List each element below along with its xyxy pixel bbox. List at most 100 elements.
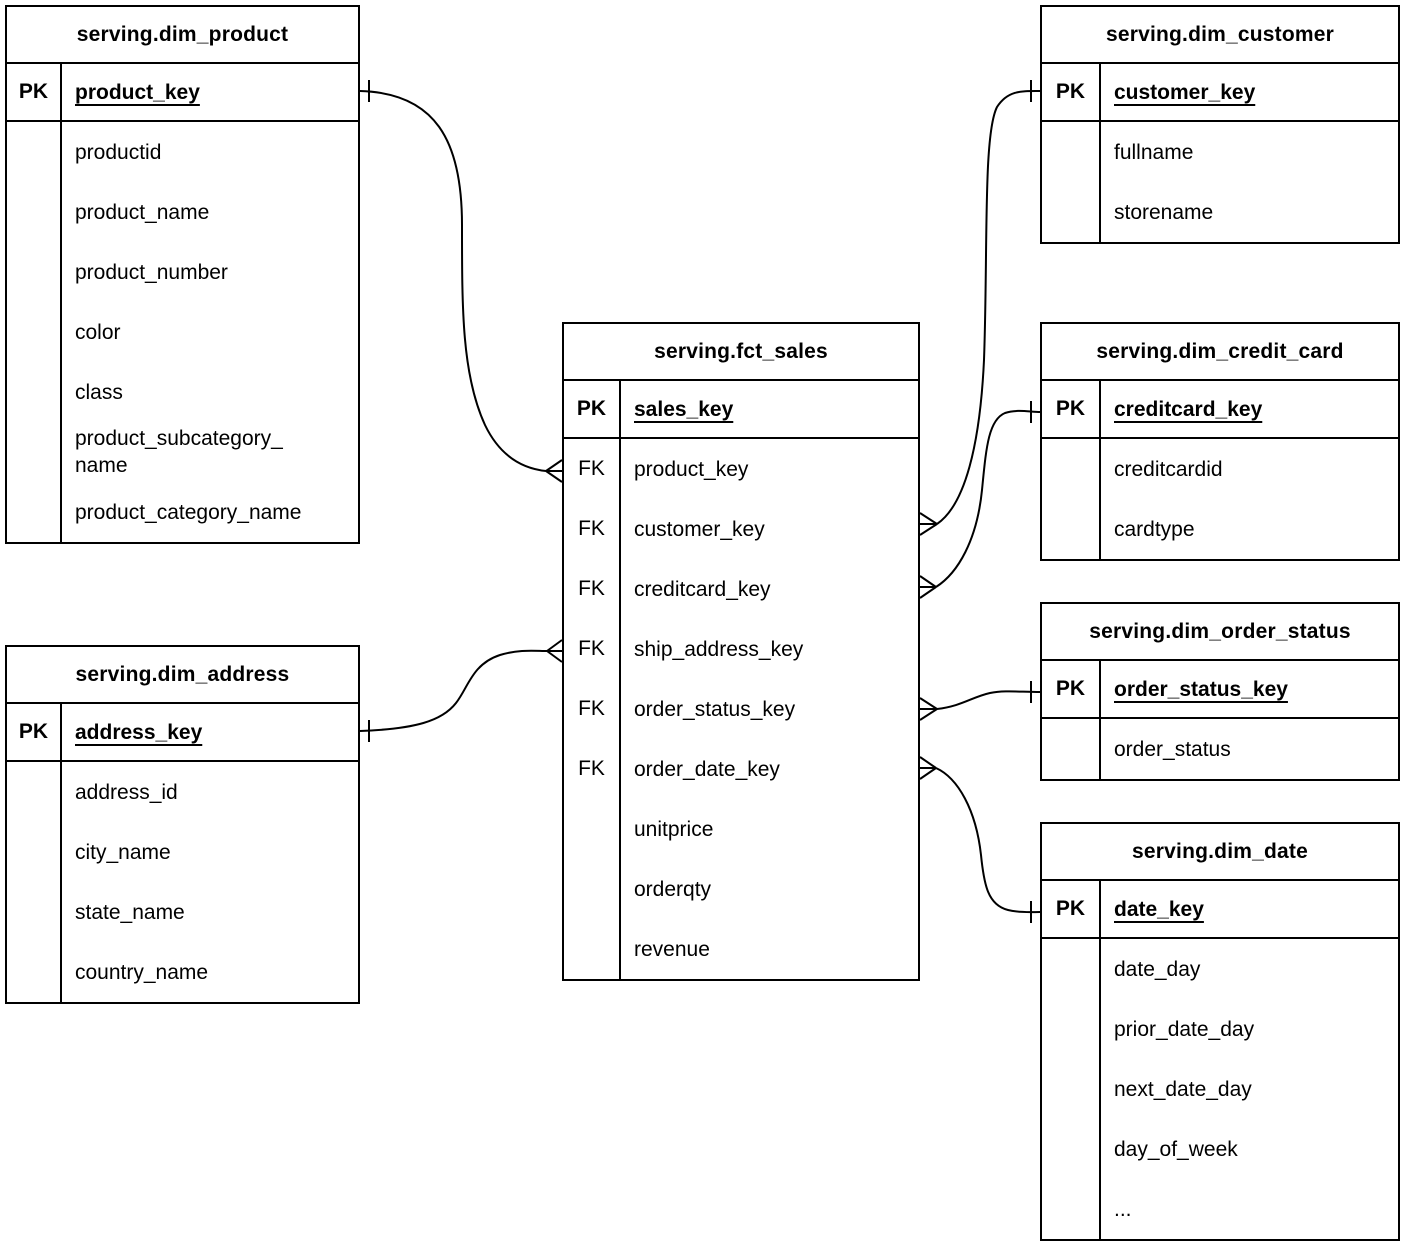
field-name: customer_key	[634, 517, 765, 541]
field-name: orderqty	[634, 877, 712, 901]
pk-row: PK product_key	[7, 64, 358, 122]
relationship-fct-sales-to-dim-date[interactable]	[919, 756, 1041, 923]
relationship-line	[935, 409, 1041, 588]
table-dim-credit-card[interactable]: serving.dim_credit_card PK creditcard_ke…	[1040, 322, 1400, 561]
field-name: product_key	[634, 457, 749, 481]
field-name: address_id	[75, 780, 178, 804]
field-row: date_day	[1042, 939, 1398, 999]
field-row: FK creditcard_key	[564, 559, 918, 619]
crows-foot-many-marker	[546, 639, 563, 663]
field-row: revenue	[564, 919, 918, 979]
pk-field-name: sales_key	[634, 397, 734, 421]
crows-foot-many-marker	[545, 459, 563, 483]
relationship-fct-sales-to-dim-credit-card[interactable]	[919, 401, 1041, 599]
pk-badge: PK	[1042, 881, 1101, 937]
field-row: unitprice	[564, 799, 918, 859]
field-row: FK order_status_key	[564, 679, 918, 739]
field-name: fullname	[1114, 140, 1194, 164]
fk-badge: FK	[564, 559, 621, 619]
crows-foot-many-marker	[919, 512, 938, 536]
field-row: productid	[7, 122, 358, 182]
field-row: creditcardid	[1042, 439, 1398, 499]
field-name: date_day	[1114, 957, 1201, 981]
field-name: order_status_key	[634, 697, 796, 721]
table-title: serving.dim_date	[1042, 824, 1398, 881]
field-name: creditcard_key	[634, 577, 771, 601]
pk-badge: PK	[7, 704, 62, 760]
fk-badge: FK	[564, 439, 621, 499]
field-row: FK ship_address_key	[564, 619, 918, 679]
field-row: product_category_name	[7, 482, 358, 542]
pk-badge: PK	[1042, 661, 1101, 717]
pk-row: PK date_key	[1042, 881, 1398, 939]
pk-field-name: address_key	[75, 720, 203, 744]
table-title: serving.dim_credit_card	[1042, 324, 1398, 381]
table-dim-address[interactable]: serving.dim_address PK address_key addre…	[5, 645, 360, 1004]
field-name: state_name	[75, 900, 185, 924]
field-row: cardtype	[1042, 499, 1398, 559]
field-row: FK order_date_key	[564, 739, 918, 799]
relationship-line	[935, 767, 1041, 914]
relationship-fct-sales-to-dim-order-status[interactable]	[919, 681, 1041, 721]
pk-badge: PK	[564, 381, 621, 437]
field-row: storename	[1042, 182, 1398, 242]
field-row: orderqty	[564, 859, 918, 919]
pk-row: PK sales_key	[564, 381, 918, 439]
field-row: product_name	[7, 182, 358, 242]
table-title: serving.fct_sales	[564, 324, 918, 381]
field-name: product_category_name	[75, 500, 302, 524]
pk-badge: PK	[1042, 381, 1101, 437]
field-row: order_status	[1042, 719, 1398, 779]
field-name: creditcardid	[1114, 457, 1223, 481]
field-name: product_name	[75, 200, 210, 224]
field-row: country_name	[7, 942, 358, 1002]
relationship-line	[936, 690, 1041, 710]
field-row: FK product_key	[564, 439, 918, 499]
pk-row: PK customer_key	[1042, 64, 1398, 122]
relationship-line	[359, 90, 547, 472]
table-title: serving.dim_customer	[1042, 7, 1398, 64]
field-name: city_name	[75, 840, 171, 864]
pk-row: PK order_status_key	[1042, 661, 1398, 719]
field-name: product_subcategory_ name	[75, 427, 283, 477]
field-name: unitprice	[634, 817, 714, 841]
table-fct-sales[interactable]: serving.fct_sales PK sales_key FK produc…	[562, 322, 920, 981]
field-name: country_name	[75, 960, 209, 984]
field-name: cardtype	[1114, 517, 1195, 541]
fk-badge: FK	[564, 619, 621, 679]
pk-badge: PK	[7, 64, 62, 120]
relationship-line	[359, 649, 548, 732]
field-row: next_date_day	[1042, 1059, 1398, 1119]
pk-field-name: product_key	[75, 80, 200, 104]
field-row: day_of_week	[1042, 1119, 1398, 1179]
field-name: order_status	[1114, 737, 1231, 761]
table-title: serving.dim_order_status	[1042, 604, 1398, 661]
field-name: product_number	[75, 260, 228, 284]
table-dim-product[interactable]: serving.dim_product PK product_key produ…	[5, 5, 360, 544]
field-name: ship_address_key	[634, 637, 804, 661]
fk-badge: FK	[564, 739, 621, 799]
field-row: class	[7, 362, 358, 422]
fk-badge: FK	[564, 679, 621, 739]
relationship-fct-sales-to-dim-customer[interactable]	[919, 80, 1041, 536]
table-dim-customer[interactable]: serving.dim_customer PK customer_key ful…	[1040, 5, 1400, 244]
table-dim-date[interactable]: serving.dim_date PK date_key date_day pr…	[1040, 822, 1400, 1241]
field-name: storename	[1114, 200, 1214, 224]
field-name: prior_date_day	[1114, 1017, 1255, 1041]
field-name: ...	[1114, 1197, 1132, 1221]
field-name: next_date_day	[1114, 1077, 1252, 1101]
relationship-fct-sales-to-dim-product[interactable]	[359, 80, 563, 483]
field-name: productid	[75, 140, 162, 164]
crows-foot-many-marker	[919, 697, 938, 721]
field-row: FK customer_key	[564, 499, 918, 559]
field-row: fullname	[1042, 122, 1398, 182]
pk-field-name: customer_key	[1114, 80, 1256, 104]
table-dim-order-status[interactable]: serving.dim_order_status PK order_status…	[1040, 602, 1400, 781]
field-row: prior_date_day	[1042, 999, 1398, 1059]
field-row: address_id	[7, 762, 358, 822]
relationship-fct-sales-to-dim-address[interactable]	[359, 639, 563, 742]
field-row: city_name	[7, 822, 358, 882]
crows-foot-many-marker	[919, 575, 937, 599]
field-row: state_name	[7, 882, 358, 942]
